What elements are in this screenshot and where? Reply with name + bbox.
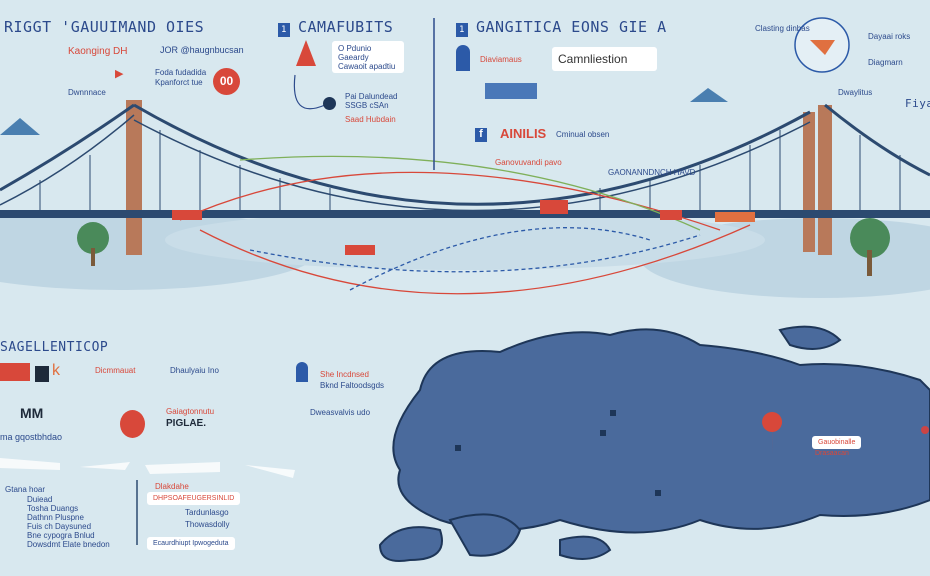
- label: Dweasvalvis udo: [310, 408, 371, 417]
- label: She Incdnsed: [320, 370, 369, 379]
- legend-item: Bne cypogra Bnlud: [27, 531, 95, 540]
- note-card: O Pdunio Gaeardy Cawaoit apadtiu: [332, 41, 404, 73]
- legend-item: Fuis ch Daysuned: [27, 522, 92, 531]
- label: Ganovuvandi pavo: [495, 158, 562, 167]
- person-icon: [456, 45, 470, 71]
- label: Gaiagtonnutu: [166, 407, 215, 416]
- label: ma gqostbhdao: [0, 432, 63, 442]
- legend-item: Tosha Duangs: [27, 504, 79, 513]
- label: MM: [20, 405, 44, 421]
- label: Dhaulyaiu Ino: [170, 366, 219, 375]
- footer-box: Ecaurdhiupt Ipwogeduta: [147, 537, 235, 550]
- label: Fiyal: [905, 97, 930, 110]
- search-box[interactable]: Camnliestion: [552, 47, 657, 71]
- legend-item: Dowsdmt Elate bnedon: [27, 540, 110, 549]
- suspension-bridge: [0, 100, 930, 255]
- label: Saad Hubdain: [345, 115, 396, 124]
- page-title: RIGGT 'GAUUIMAND OIES: [4, 18, 205, 36]
- label: Dwaylitus: [838, 88, 873, 97]
- logo-letter: k: [52, 362, 60, 379]
- map-pin-sublabel: Drasaacan: [815, 450, 849, 457]
- badge-icon: [120, 410, 145, 438]
- map-pin-label: Gauobinalle: [812, 436, 862, 449]
- legend: Duiead Tosha Duangs Dathnn Pluspne Fuis …: [5, 495, 110, 549]
- logo-block: [0, 363, 30, 381]
- island-map: [378, 325, 930, 562]
- legend-item: Duiead: [27, 495, 53, 504]
- label: Cminual obsen: [556, 130, 610, 139]
- item-label: Kaonging DH: [68, 46, 128, 57]
- location-badge: 00: [213, 68, 240, 95]
- play-icon[interactable]: ▶: [115, 68, 124, 80]
- label: Clasting dinbas: [755, 24, 810, 33]
- info-bar: [485, 83, 537, 99]
- label: Thowasdolly: [185, 520, 230, 529]
- label: GAONANNDNCH HAVD: [608, 168, 696, 177]
- label: Diaviamaus: [480, 55, 522, 64]
- label: SSGB cSAn: [345, 101, 389, 110]
- label: Dayaai roks: [868, 32, 911, 41]
- item-label: Foda fudadida: [155, 68, 207, 77]
- label: Dicmmauat: [95, 366, 136, 375]
- logo-block: [35, 366, 49, 382]
- route-lines: [179, 155, 751, 295]
- label: PIGLAE.: [166, 418, 207, 429]
- person-icon: [296, 362, 308, 382]
- label: AINILIS: [500, 126, 547, 141]
- label-box: DHPSOAFEUGERSINLID: [147, 492, 241, 505]
- label: Diagmarn: [868, 58, 903, 67]
- node-icon: [323, 97, 336, 110]
- label: Pai Dalundead: [345, 92, 398, 101]
- label: Dlakdahe: [155, 482, 189, 491]
- map-pin-icon: [762, 412, 783, 455]
- item-label: Dwnnnace: [68, 88, 106, 97]
- legend-title: Gtana hoar: [5, 485, 46, 494]
- label: Tardunlasgo: [185, 508, 229, 517]
- facebook-icon[interactable]: f: [475, 128, 487, 142]
- item-label: Kpanforct tue: [155, 78, 203, 87]
- item-label: JOR @haugnbucsan: [160, 45, 244, 55]
- section-title-bottom: SAGELLENTICOP: [0, 340, 109, 355]
- legend-item: Dathnn Pluspne: [27, 513, 84, 522]
- label: Bknd Faltoodsgds: [320, 381, 385, 390]
